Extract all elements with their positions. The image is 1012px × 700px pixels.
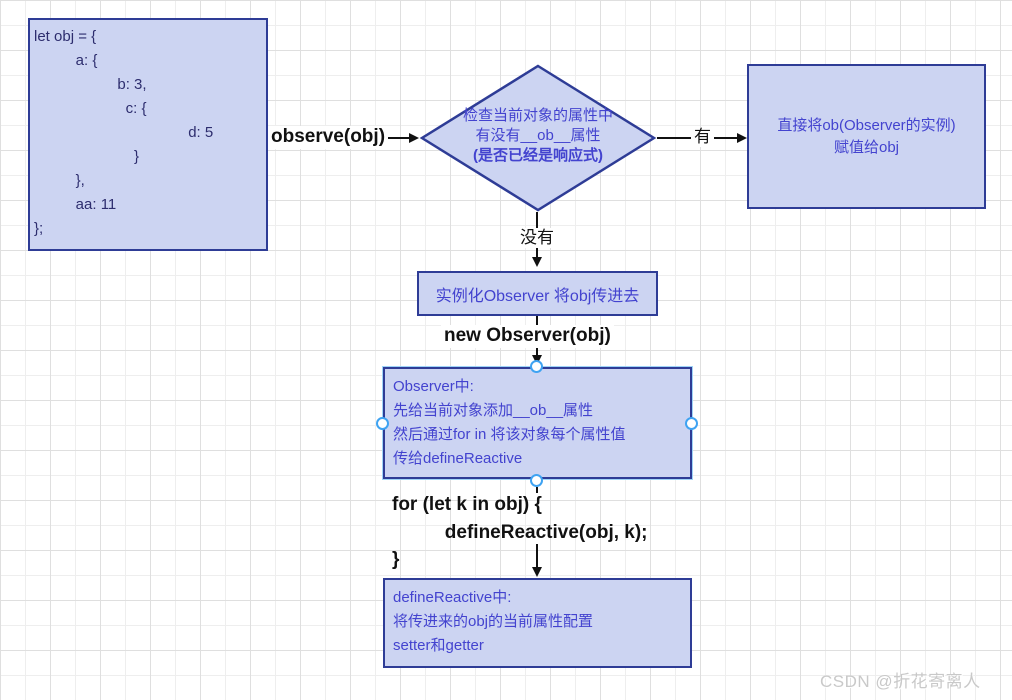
resize-handle-top[interactable] xyxy=(530,360,543,373)
decision-line-3: (是否已经是响应式) xyxy=(473,147,603,164)
edge-observe-arrowhead xyxy=(409,132,419,143)
resize-handle-bottom[interactable] xyxy=(530,474,543,487)
diamond-shape[interactable] xyxy=(419,64,657,212)
decision-label: 检查当前对象的属性中 有没有__ob__属性 (是否已经是响应式) xyxy=(424,106,652,166)
edge-for-line-upper[interactable] xyxy=(536,487,538,493)
edge-no-arrowhead xyxy=(531,257,542,267)
edge-for-loop-label[interactable]: for (let k in obj) { defineReactive(obj,… xyxy=(392,494,648,570)
assign-ob-node[interactable]: 直接将ob(Observer的实例) 赋值给obj xyxy=(747,64,986,209)
resize-handle-right[interactable] xyxy=(685,417,698,430)
code-node[interactable]: let obj = { a: { b: 3, c: { d: 5 } }, aa… xyxy=(28,18,268,251)
edge-no-label[interactable]: 没有 xyxy=(517,228,557,249)
resize-handle-left[interactable] xyxy=(376,417,389,430)
edge-observe-label[interactable]: observe(obj) xyxy=(268,126,389,149)
decision-line-1: 检查当前对象的属性中 xyxy=(462,107,613,124)
define-reactive-node[interactable]: defineReactive中: 将传进来的obj的当前属性配置 setter和… xyxy=(383,578,692,668)
edge-for-line-lower[interactable] xyxy=(536,544,538,569)
edge-yes-arrowhead xyxy=(737,132,747,143)
instantiate-observer-node[interactable]: 实例化Observer 将obj传进去 xyxy=(417,271,658,316)
edge-for-arrowhead xyxy=(531,567,542,577)
observer-node[interactable]: Observer中: 先给当前对象添加__ob__属性 然后通过for in 将… xyxy=(382,366,693,480)
edge-new-observer-label[interactable]: new Observer(obj) xyxy=(441,325,614,348)
edge-yes-label[interactable]: 有 xyxy=(691,127,714,148)
watermark: CSDN @折花寄离人 xyxy=(820,672,981,691)
decision-node[interactable] xyxy=(419,64,657,212)
decision-line-2: 有没有__ob__属性 xyxy=(475,127,601,144)
